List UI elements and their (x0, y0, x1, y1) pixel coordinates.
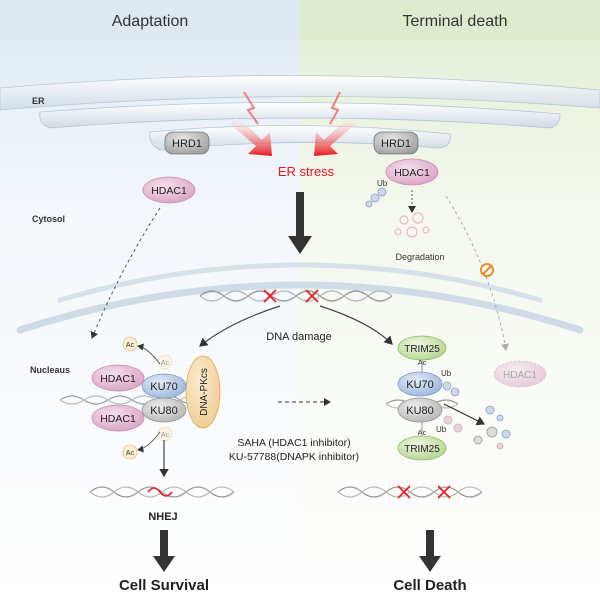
hdac1-nucleus-upper: HDAC1 (91, 364, 145, 392)
hdac1-nucleus-lower: HDAC1 (91, 404, 145, 432)
red-arrow-icon (314, 116, 356, 156)
ubiquitin-chain-cytosol (365, 187, 387, 208)
ub-label-ku70: Ub (441, 369, 452, 378)
acetyl-group-upper-faded: Ac (157, 354, 173, 370)
left-header-band (0, 0, 300, 40)
ku80-left: KU80 (141, 397, 187, 423)
svg-text:KU80: KU80 (150, 405, 178, 417)
label-cytosol: Cytosol (32, 214, 65, 224)
svg-text:KU70: KU70 (406, 379, 434, 391)
svg-text:HDAC1: HDAC1 (100, 413, 136, 425)
svg-text:DNA-PKcs: DNA-PKcs (199, 368, 210, 416)
hdac1-cytosol-right: HDAC1 (385, 158, 439, 186)
dna-top (199, 289, 393, 303)
svg-text:Ac: Ac (161, 432, 170, 439)
ku-degradation-arrow (443, 403, 486, 426)
label-dna-damage: DNA damage (266, 331, 331, 343)
degraded-fragments (394, 212, 430, 238)
inhibition-icon (480, 263, 494, 277)
inhibitor-ku57788: KU-57788(DNAPK inhibitor) (229, 451, 359, 463)
svg-text:KU80: KU80 (406, 405, 434, 417)
ubiquitin-chain-ku70 (442, 381, 460, 397)
svg-text:HDAC1: HDAC1 (394, 167, 430, 179)
svg-text:HRD1: HRD1 (381, 138, 411, 150)
er-stress-down-arrow (288, 192, 312, 254)
header-terminal-death: Terminal death (403, 13, 508, 30)
ub-label-cytosol: Ub (377, 179, 388, 188)
dna-pkcs: DNA-PKcs (185, 355, 221, 429)
hdac1-translocation-arrow-left (90, 207, 161, 339)
svg-text:KU70: KU70 (150, 381, 178, 393)
er-stress-signal (230, 91, 356, 156)
red-arrow-icon (230, 116, 272, 156)
death-arrow (419, 530, 441, 572)
ub-label-ku80: Ub (436, 425, 447, 434)
svg-text:TRIM25: TRIM25 (404, 444, 440, 455)
label-er-stress: ER stress (278, 164, 335, 179)
dna-repaired-left (89, 486, 235, 498)
svg-text:HDAC1: HDAC1 (151, 185, 187, 197)
ku70-left: KU70 (141, 373, 187, 399)
label-nucleus: Nucleaus (30, 365, 70, 375)
survival-arrow (153, 530, 175, 572)
hdac1-faded-nucleus-right: HDAC1 (493, 360, 547, 388)
outcome-cell-death: Cell Death (393, 577, 466, 594)
dna-damage-arrow-right (319, 305, 393, 345)
right-header-band (300, 0, 600, 40)
label-nhej: NHEJ (148, 511, 177, 523)
svg-text:Ac: Ac (161, 360, 170, 367)
ku-degradation-fragments (473, 405, 511, 450)
ku70-right: KU70 (397, 371, 443, 397)
lightning-bolt-icon (329, 91, 341, 125)
acetyl-group-lower-removed: Ac (122, 444, 138, 460)
label-degradation: Degradation (395, 252, 444, 262)
acetyl-group-upper-removed: Ac (122, 336, 138, 352)
deacetylation-arrow-lower (137, 431, 161, 453)
hdac1-cytosol-left: HDAC1 (142, 176, 196, 204)
outcome-cell-survival: Cell Survival (119, 577, 209, 594)
dna-damage-arrow-left (199, 305, 281, 347)
lightning-bolt-icon (243, 91, 259, 125)
nuclear-envelope (16, 262, 584, 334)
svg-text:TRIM25: TRIM25 (404, 344, 440, 355)
svg-text:HRD1: HRD1 (172, 138, 202, 150)
svg-text:HDAC1: HDAC1 (503, 370, 537, 381)
svg-text:HDAC1: HDAC1 (100, 373, 136, 385)
hrd1-right: HRD1 (373, 131, 419, 155)
ku80-right: KU80 (397, 397, 443, 423)
trim25-upper: TRIM25 (397, 335, 447, 361)
label-er: ER (32, 96, 45, 106)
er-membrane (0, 75, 600, 151)
svg-text:Ac: Ac (126, 342, 135, 349)
trim25-lower: TRIM25 (397, 435, 447, 461)
acetyl-group-lower-faded: Ac (157, 426, 173, 442)
inhibitor-saha: SAHA (HDAC1 inhibitor) (237, 437, 350, 449)
ubiquitin-chain-ku80 (443, 415, 463, 433)
dna-unrepaired-right (337, 485, 483, 499)
hrd1-left: HRD1 (164, 131, 210, 155)
header-adaptation: Adaptation (112, 13, 189, 30)
dna-left-complex (59, 395, 205, 405)
deacetylation-arrow-upper (137, 343, 161, 365)
svg-text:Ac: Ac (126, 450, 135, 457)
